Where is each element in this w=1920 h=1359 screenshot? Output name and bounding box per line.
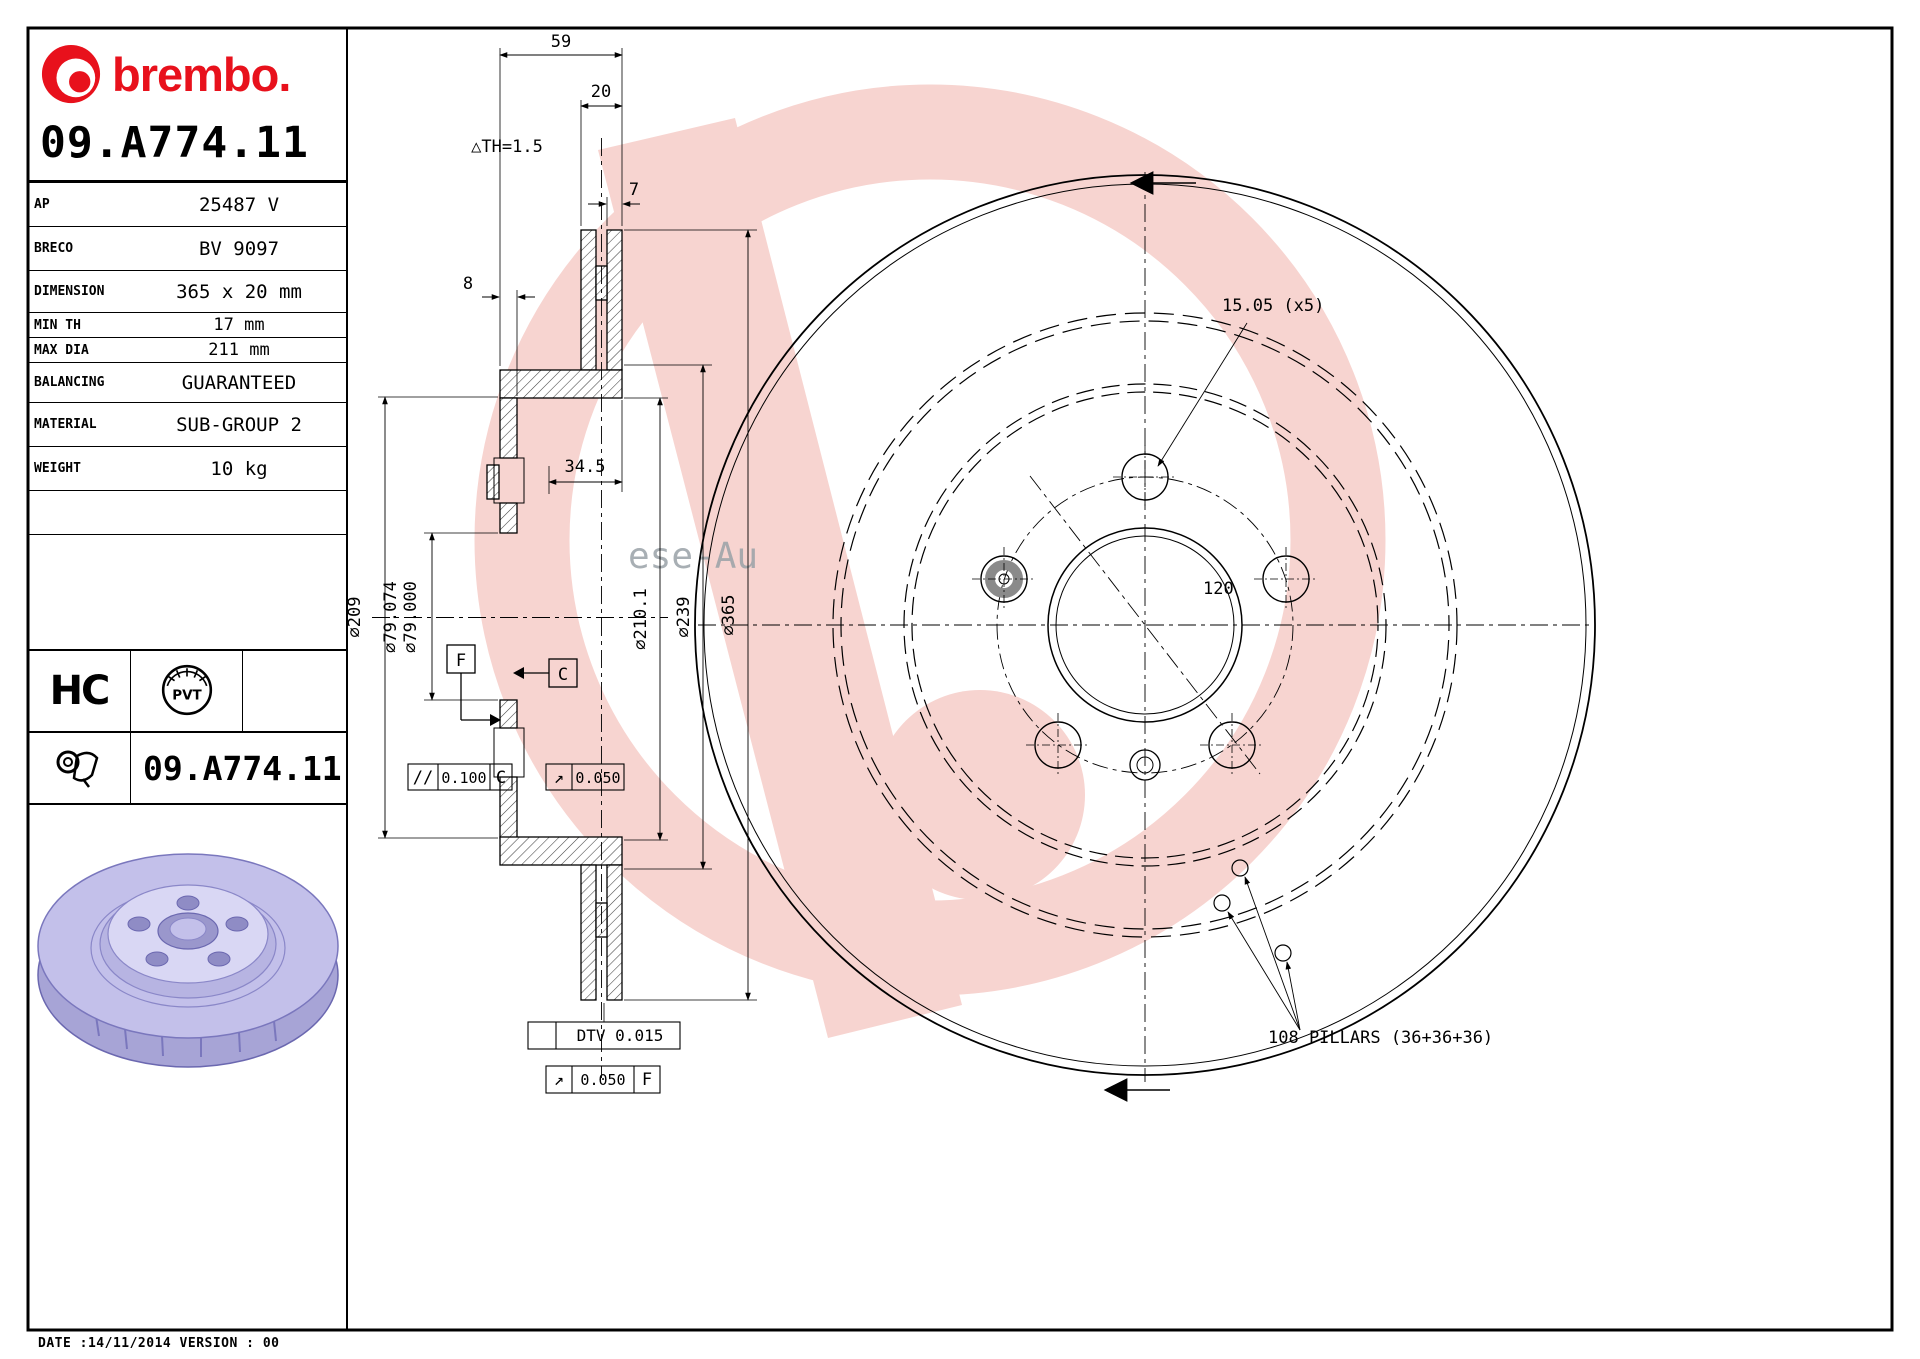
spec-value: GUARANTEED (181, 371, 297, 394)
dim-plate-width: 20 (591, 82, 611, 102)
pvt-icon: PVT (161, 664, 212, 716)
date-version: DATE :14/11/2014 VERSION : 00 (38, 1336, 280, 1351)
spec-value: 10 kg (210, 457, 268, 480)
hc-badge: HC (28, 651, 131, 731)
tol-total-runout-symbol: ↗ (554, 1070, 564, 1090)
spec-label: BALANCING (34, 375, 105, 390)
table-row: MATERIAL SUB-GROUP 2 (28, 403, 347, 447)
secondary-part-number: 09.A774.11 (143, 748, 342, 788)
tol-runout-value: 0.050 (575, 769, 620, 787)
dim-hat-outer-dia: ⌀209 (345, 597, 365, 638)
datum-c-label: C (558, 665, 568, 685)
badge-row: HC PVT (28, 649, 347, 733)
spec-label: MAX DIA (34, 342, 89, 358)
spec-label: MIN TH (34, 317, 81, 333)
dim-offset: 34.5 (565, 457, 606, 477)
dim-th-note: △TH=1.5 (471, 137, 543, 157)
spec-label: DIMENSION (34, 284, 105, 299)
front-bolt-hole-dia: 15.05 (x5) (1222, 296, 1324, 316)
dim-friction-inner-dia: ⌀210.1 (631, 588, 651, 649)
dim-flange-dia: ⌀239 (674, 597, 694, 638)
drawing-frame (26, 26, 1894, 1332)
dim-bore-max: ⌀79.074 (381, 581, 401, 653)
brand-wordmark: brembo. (112, 47, 291, 101)
dim-hat-width: 59 (551, 32, 571, 52)
front-pitch-circle: 120 (1203, 579, 1234, 599)
tol-total-runout-datum: F (642, 1070, 652, 1090)
table-row: WEIGHT 10 kg (28, 447, 347, 491)
spec-value: 25487 V (198, 193, 280, 216)
brembo-logo-icon (41, 44, 101, 104)
spec-value: 365 x 20 mm (176, 280, 302, 303)
spec-label: WEIGHT (34, 461, 81, 476)
table-row: MAX DIA 211 mm (28, 338, 347, 363)
product-photo (37, 853, 339, 1068)
dim-outer-dia: ⌀365 (719, 595, 739, 636)
spec-label: MATERIAL (34, 417, 97, 432)
spec-value: SUB-GROUP 2 (176, 413, 302, 436)
cross-section-view: 59 20 △TH=1.5 7 8 34.5 ⌀209 ⌀79.074 ⌀79.… (345, 32, 757, 1094)
spec-value: 211 mm (208, 340, 270, 360)
table-row: MIN TH 17 mm (28, 313, 347, 338)
datum-f-label: F (456, 651, 466, 671)
table-row: AP 25487 V (28, 183, 347, 227)
dim-plate-thickness: 7 (629, 180, 639, 200)
front-pillars: 108 PILLARS (36+36+36) (1268, 1028, 1493, 1048)
table-row: BRECO BV 9097 (28, 227, 347, 271)
panel-spacer (28, 535, 347, 649)
svg-text:PVT: PVT (172, 688, 202, 703)
spec-label: BRECO (34, 241, 74, 256)
dim-bore-min: ⌀79.000 (401, 581, 421, 653)
secondary-part-row: 09.A774.11 (28, 733, 347, 805)
ram-head-icon (56, 750, 99, 788)
front-view: 15.05 (x5) 120 108 PILLARS (36+36+36) (694, 171, 1596, 1102)
table-row: DIMENSION 365 x 20 mm (28, 271, 347, 313)
tol-total-runout-value: 0.050 (580, 1071, 625, 1089)
tol-parallelism-value: 0.100 (441, 769, 486, 787)
watermark-text: ese-Au (628, 536, 758, 577)
dim-hat-face-thickness: 8 (463, 274, 473, 294)
tol-dtv: DTV 0.015 (577, 1026, 664, 1045)
table-row-empty (28, 491, 347, 535)
tol-runout-symbol: ↗ (554, 768, 564, 788)
table-row: BALANCING GUARANTEED (28, 363, 347, 403)
info-panel: brembo. 09.A774.11 AP 25487 V BRECO BV 9… (28, 28, 347, 1330)
spec-label: AP (34, 197, 50, 212)
badge-row-empty-cell (243, 651, 347, 731)
hc-label: HC (49, 668, 111, 714)
tol-parallelism-symbol: // (413, 768, 433, 788)
spec-value: 17 mm (213, 315, 265, 335)
brand-header: brembo. (28, 28, 347, 114)
ram-head-icon-cell (28, 733, 131, 803)
pvt-badge: PVT (131, 651, 243, 731)
tol-parallelism-datum: C (496, 768, 506, 788)
page-title-part-number: 09.A774.11 (40, 118, 309, 168)
spec-value: BV 9097 (198, 237, 280, 260)
spec-table: AP 25487 V BRECO BV 9097 DIMENSION 365 x… (28, 180, 347, 535)
brembo-watermark: ese-Au (474, 84, 1386, 1038)
